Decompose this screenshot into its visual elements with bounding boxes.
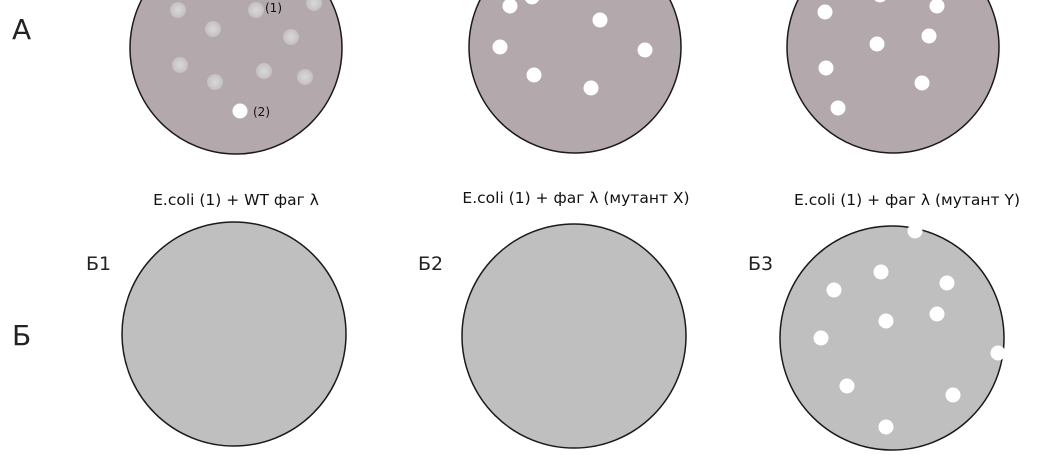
clear-plaque [878, 313, 894, 329]
clear-plaque [869, 36, 885, 52]
plate-b3-label: Б3 [748, 253, 773, 275]
turbid-plaque [283, 29, 299, 45]
clear-plaque [526, 67, 542, 83]
clear-plaque [592, 12, 608, 28]
clear-plaque [817, 4, 833, 20]
clear-plaque [873, 264, 889, 280]
plate-b1-title: E.coli (1) + WT фаг λ [153, 191, 319, 209]
clear-plaque [637, 42, 653, 58]
row-label-b: Б [12, 319, 31, 352]
plate-b2-lawn [461, 223, 687, 449]
clear-plaque [914, 75, 930, 91]
plate-b3: E.coli (1) + фаг λ (мутант Y) Б3 [748, 191, 1020, 451]
clear-plaque [813, 330, 829, 346]
clear-plaque [945, 387, 961, 403]
clear-plaque [907, 223, 923, 239]
clear-plaque [939, 275, 955, 291]
plate-b1-lawn [121, 221, 347, 447]
plate-b2-title: E.coli (1) + фаг λ (мутант X) [462, 189, 689, 207]
clear-plaque [583, 80, 599, 96]
plate-a3 [786, 0, 1000, 154]
clear-plaque [874, 0, 886, 3]
clear-plaque [826, 282, 842, 298]
plate-a3-lawn [786, 0, 1000, 154]
turbid-plaque [297, 69, 313, 85]
plate-a1: (1) (2) [129, 0, 343, 155]
plate-b1: E.coli (1) + WT фаг λ Б1 [86, 191, 347, 447]
clear-plaque [502, 0, 518, 14]
turbid-plaque-label: (1) [265, 1, 282, 15]
plate-b2-label: Б2 [418, 253, 443, 275]
clear-plaque [929, 306, 945, 322]
plate-b2: E.coli (1) + фаг λ (мутант X) Б2 [418, 189, 690, 449]
turbid-plaque [256, 63, 272, 79]
turbid-plaque [172, 57, 188, 73]
turbid-plaque [205, 21, 221, 37]
plate-a2 [468, 0, 682, 154]
plate-b3-title: E.coli (1) + фаг λ (мутант Y) [794, 191, 1020, 209]
clear-plaque [232, 103, 248, 119]
turbid-plaque [248, 2, 264, 18]
plate-a2-lawn [468, 0, 682, 154]
clear-plaque [830, 100, 846, 116]
plate-b1-label: Б1 [86, 253, 111, 275]
turbid-plaque [170, 2, 186, 18]
clear-plaque [839, 378, 855, 394]
clear-plaque-label: (2) [253, 105, 270, 119]
clear-plaque [818, 60, 834, 76]
clear-plaque [929, 0, 945, 14]
turbid-plaque [306, 0, 322, 11]
clear-plaque [492, 39, 508, 55]
clear-plaque [525, 0, 539, 5]
clear-plaque [921, 28, 937, 44]
turbid-plaque [207, 74, 223, 90]
row-label-a: А [12, 13, 31, 46]
clear-plaque [990, 345, 1006, 361]
clear-plaque [878, 419, 894, 435]
